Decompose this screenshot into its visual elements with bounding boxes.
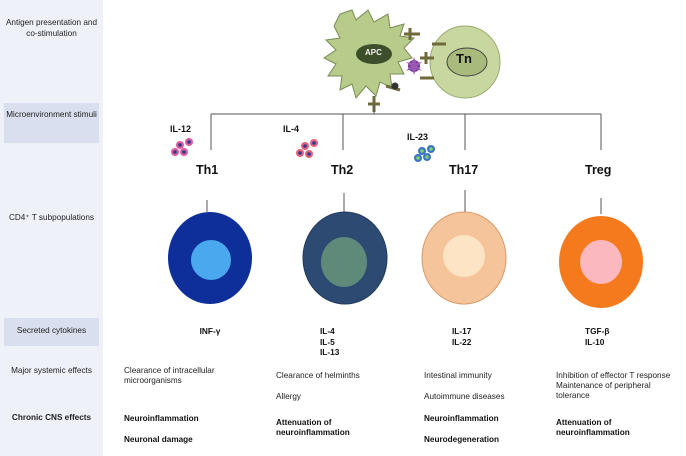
- subtype-treg: Treg: [585, 163, 612, 177]
- row-label-systemic: Major systemic effects: [11, 366, 92, 375]
- apc-granule: [391, 82, 399, 90]
- row-label-band: [0, 0, 103, 456]
- row-label-cns: Chronic CNS effects: [11, 413, 92, 422]
- cns-th2: Attenuation of neuroinflammation: [276, 418, 350, 438]
- tn-label: Tn: [456, 51, 472, 66]
- th2-cell: [302, 211, 388, 305]
- stimulus-th2: IL-4: [283, 124, 300, 134]
- stimulus-th1: IL-12: [170, 124, 192, 134]
- cns-th1: Neuroinflammation Neuronal damage: [124, 414, 199, 445]
- tn-nucleus: [446, 47, 488, 77]
- secreted-th2: IL-4 IL-5 IL-13: [320, 326, 340, 357]
- row-label-antigen: Antigen presentation and co-stimulation: [5, 18, 98, 38]
- systemic-th17: Intestinal immunity Autoimmune diseases: [424, 371, 505, 402]
- systemic-th1: Clearance of intracellular microorganism…: [124, 366, 215, 386]
- secreted-th1: INF-γ: [199, 326, 221, 336]
- apc-nucleus: [356, 44, 392, 64]
- apc-label: APC: [365, 48, 382, 57]
- th1-cell: [168, 212, 252, 304]
- row-label-micro: Microenvironment stimuli: [4, 103, 99, 143]
- antigen-star-icon: [406, 57, 422, 75]
- treg-cell: [559, 216, 643, 308]
- row-label-cd4: CD4⁺ T subpopulations: [8, 213, 95, 222]
- cns-treg: Attenuation of neuroinflammation: [556, 418, 630, 438]
- stimulus-th17: IL-23: [407, 132, 429, 142]
- subtype-th2: Th2: [331, 163, 354, 177]
- cytokine-cluster-icon: [171, 138, 193, 156]
- connector-lines: [206, 104, 602, 214]
- cytokine-cluster-icon: [414, 145, 435, 162]
- cytokine-cluster-icon: [296, 139, 318, 158]
- systemic-th2: Clearance of helminths Allergy: [276, 371, 360, 402]
- subtype-th17: Th17: [449, 163, 479, 177]
- subtype-th1: Th1: [196, 163, 219, 177]
- th17-cell: [421, 211, 507, 305]
- row-label-secreted: Secreted cytokines: [4, 318, 99, 346]
- secreted-treg: TGF-β IL-10: [585, 326, 610, 347]
- secreted-th17: IL-17 IL-22: [452, 326, 472, 347]
- cns-th17: Neuroinflammation Neurodegeneration: [424, 414, 500, 445]
- systemic-treg: Inhibition of effector T response Mainte…: [556, 371, 671, 401]
